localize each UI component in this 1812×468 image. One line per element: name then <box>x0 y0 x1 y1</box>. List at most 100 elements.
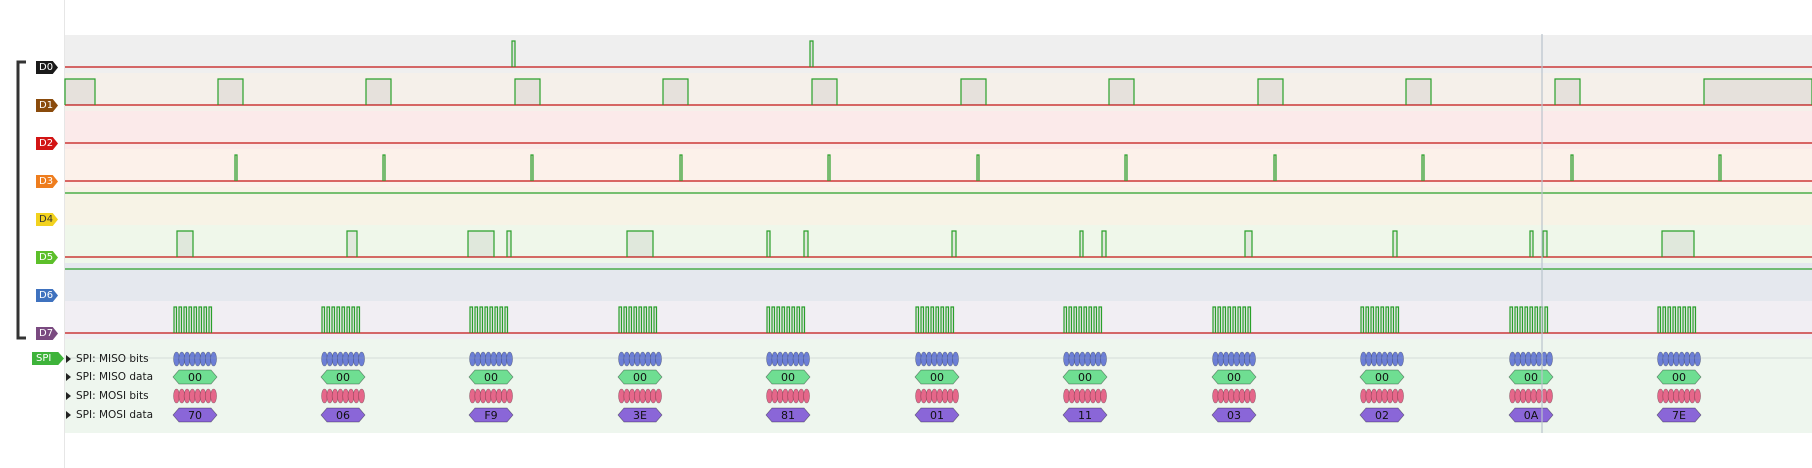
trace-d7-pulse <box>1232 306 1237 333</box>
spi-row-miso-bits[interactable]: SPI: MISO bits <box>66 351 149 367</box>
trace-d7-pulse-fill <box>357 307 360 333</box>
mosi-bits-bit <box>506 388 513 404</box>
trace-d7-pulse-fill <box>500 307 503 333</box>
trace-d7-pulse <box>469 306 474 333</box>
mosi-data-value: 0A <box>1524 409 1539 422</box>
trace-d7-pulse-fill <box>1668 307 1671 333</box>
trace-d7-pulse-fill <box>1361 307 1364 333</box>
expand-triangle-icon[interactable] <box>66 355 71 363</box>
trace-d7-pulse <box>1672 306 1677 333</box>
trace-d3-pulse-fill <box>1571 155 1573 181</box>
trace-d7-pulse <box>1385 306 1390 333</box>
trace-d5-pulse <box>1542 230 1548 257</box>
trace-d5-pulse <box>951 230 957 257</box>
trace-d7-pulse-fill <box>1381 307 1384 333</box>
trace-d1-pulse <box>64 78 96 105</box>
channel-label-panel <box>0 0 65 468</box>
trace-d0-pulse <box>511 40 516 67</box>
trace-d7-pulse-fill <box>332 307 335 333</box>
miso-data-frame <box>1211 369 1257 385</box>
miso-data-value: 00 <box>633 371 647 384</box>
trace-d7-pulse <box>188 306 193 333</box>
mosi-data-value: 06 <box>336 409 350 422</box>
trace-d7-pulse-fill <box>174 307 177 333</box>
trace-d1-pulse-fill <box>366 79 391 105</box>
spi-analyzer-label[interactable]: SPI <box>32 352 64 365</box>
trace-d7-pulse <box>618 306 623 333</box>
trace-d7-pulse <box>321 306 326 333</box>
trace-d7-pulse-fill <box>782 307 785 333</box>
trace-d5-pulse-fill <box>1080 231 1083 257</box>
trace-d7-pulse <box>331 306 336 333</box>
trace-d1-pulse <box>1405 78 1432 105</box>
trace-d7-pulse <box>920 306 925 333</box>
channel-label-d2[interactable]: D2 <box>36 137 58 150</box>
trace-d7-pulse <box>633 306 638 333</box>
channel-label-d3[interactable]: D3 <box>36 175 58 188</box>
miso-data-frame <box>1656 369 1702 385</box>
mosi-bits-bit <box>1546 388 1553 404</box>
trace-d7-pulse <box>628 306 633 333</box>
trace-d7-pulse-fill <box>485 307 488 333</box>
trace-d3-pulse <box>827 154 831 181</box>
trace-d7-pulse <box>648 306 653 333</box>
trace-d7-pulse <box>786 306 791 333</box>
trace-d3-pulse-fill <box>383 155 385 181</box>
spi-row-miso-data[interactable]: SPI: MISO data <box>66 369 153 385</box>
miso-data-value: 00 <box>1227 371 1241 384</box>
miso-data-value: 00 <box>1375 371 1389 384</box>
trace-d7-pulse <box>1237 306 1242 333</box>
trace-d7-pulse <box>1677 306 1682 333</box>
trace-d7-pulse <box>326 306 331 333</box>
trace-d7-pulse <box>1063 306 1068 333</box>
spi-row-mosi-bits[interactable]: SPI: MOSI bits <box>66 388 149 404</box>
trace-d7-pulse <box>1247 306 1252 333</box>
trace-d5-pulse <box>766 230 771 257</box>
trace-d7-pulse-fill <box>1515 307 1518 333</box>
trace-d7-pulse-fill <box>1243 307 1246 333</box>
trace-d5-pulse <box>467 230 495 257</box>
trace-d3-pulse <box>1124 154 1128 181</box>
trace-d7-pulse-fill <box>1376 307 1379 333</box>
trace-d5-pulse <box>1392 230 1398 257</box>
miso-data-value: 00 <box>484 371 498 384</box>
trace-d7-pulse-fill <box>1069 307 1072 333</box>
channel-label-d7[interactable]: D7 <box>36 327 58 340</box>
trace-d7-pulse <box>1390 306 1395 333</box>
trace-d7-pulse-fill <box>931 307 934 333</box>
trace-d7-pulse <box>930 306 935 333</box>
trace-d7-pulse-fill <box>1683 307 1686 333</box>
channel-label-d6[interactable]: D6 <box>36 289 58 302</box>
trace-d7-pulse <box>474 306 479 333</box>
trace-d7-pulse-fill <box>204 307 207 333</box>
trace-d7-pulse-fill <box>1223 307 1226 333</box>
trace-d3-pulse-fill <box>1719 155 1721 181</box>
trace-d5-pulse-fill <box>468 231 494 257</box>
channel-label-d0[interactable]: D0 <box>36 61 58 74</box>
trace-d7-pulse <box>341 306 346 333</box>
channel-label-d5[interactable]: D5 <box>36 251 58 264</box>
mosi-data-value: 11 <box>1078 409 1092 422</box>
spi-row-label: SPI: MISO data <box>76 371 154 383</box>
trace-d7-pulse-fill <box>916 307 919 333</box>
trace-d1-pulse-fill <box>812 79 837 105</box>
miso-data-frame <box>617 369 663 385</box>
trace-d0-pulse-fill <box>810 41 813 67</box>
miso-data-frame <box>914 369 960 385</box>
expand-triangle-icon[interactable] <box>66 373 71 381</box>
trace-d5-pulse-fill <box>1530 231 1533 257</box>
time-ruler[interactable] <box>65 0 1812 34</box>
trace-d7-pulse <box>1212 306 1217 333</box>
trace-d0-pulse-fill <box>512 41 515 67</box>
trace-d7-pulse <box>1657 306 1662 333</box>
channel-label-d1[interactable]: D1 <box>36 99 58 112</box>
spi-row-mosi-data[interactable]: SPI: MOSI data <box>66 407 153 423</box>
spi-row-label: SPI: MISO bits <box>76 353 149 365</box>
channel-label-d4[interactable]: D4 <box>36 213 58 226</box>
trace-d3-pulse-fill <box>531 155 533 181</box>
trace-d7-pulse-fill <box>490 307 493 333</box>
trace-d7-pulse-fill <box>327 307 330 333</box>
expand-triangle-icon[interactable] <box>66 411 71 419</box>
expand-triangle-icon[interactable] <box>66 392 71 400</box>
